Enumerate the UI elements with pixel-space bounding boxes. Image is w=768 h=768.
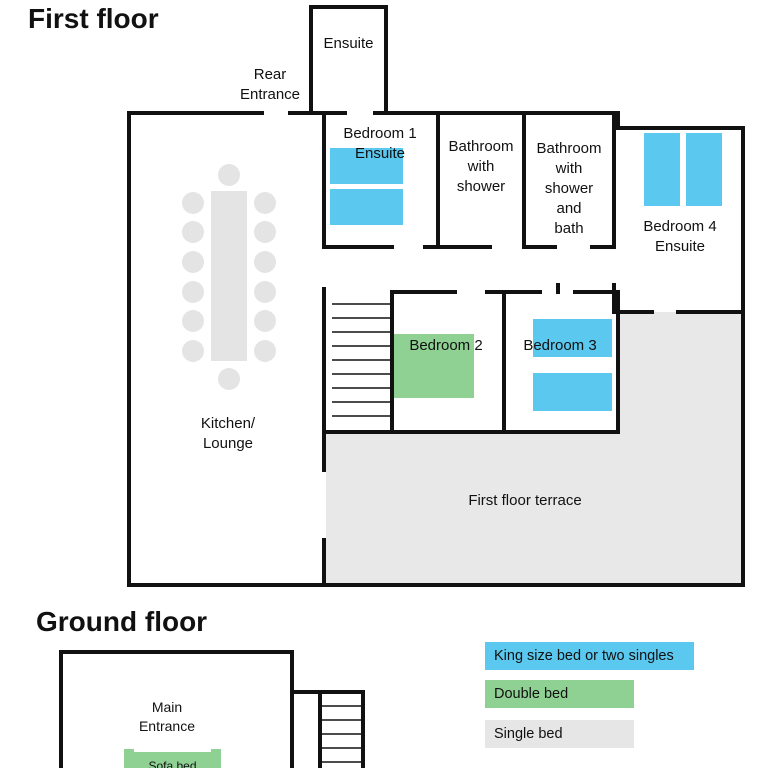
bedroom4-bed-left bbox=[644, 133, 680, 206]
legend-king-label: King size bed or two singles bbox=[494, 648, 674, 664]
ensuite-top-label: Ensuite bbox=[323, 35, 374, 52]
bedroom2-double-bed bbox=[394, 334, 474, 398]
bathroom-shower-label: Bathroom with shower bbox=[448, 138, 514, 195]
legend-double-label: Double bed bbox=[494, 686, 569, 702]
bedroom4-label: Bedroom 4 Ensuite bbox=[643, 218, 717, 255]
bedroom2-label: Bedroom 2 bbox=[409, 337, 483, 354]
main-entrance-label: Main Entrance bbox=[138, 699, 196, 734]
bathroom-shower-bath-label: Bathroom with shower and bath bbox=[536, 140, 602, 237]
sofa-bed-label: Sofa bed bbox=[148, 759, 197, 768]
ground-sofa-bed bbox=[124, 752, 221, 768]
stairs-ground-floor bbox=[322, 705, 361, 763]
dining-table bbox=[211, 191, 247, 361]
ground-sofa-arm-left bbox=[124, 749, 134, 755]
ground-floor-title: Ground floor bbox=[36, 606, 208, 637]
legend-swatch-king bbox=[485, 642, 694, 670]
terrace-label: First floor terrace bbox=[468, 492, 582, 509]
terrace-area bbox=[326, 312, 743, 585]
bedroom3-bed-bottom bbox=[533, 373, 612, 411]
rear-entrance-label: Rear Entrance bbox=[239, 66, 301, 103]
bedroom4-bed-right bbox=[686, 133, 722, 206]
dining-chairs bbox=[182, 164, 276, 390]
legend-swatch-single bbox=[485, 720, 634, 748]
bedroom1-bed-bottom bbox=[330, 189, 403, 225]
bedroom1-label: Bedroom 1 Ensuite bbox=[343, 125, 417, 162]
ground-sofa-arm-right bbox=[211, 749, 221, 755]
legend-single-label: Single bed bbox=[494, 726, 563, 742]
walls bbox=[59, 5, 745, 768]
kitchen-lounge-label: Kitchen/ Lounge bbox=[200, 415, 256, 452]
stairs-first-floor bbox=[332, 303, 390, 417]
legend-swatch-double bbox=[485, 680, 634, 708]
first-floor-title: First floor bbox=[28, 3, 159, 34]
bedroom3-bed-top bbox=[533, 319, 612, 357]
bedroom1-bed-top bbox=[330, 148, 403, 184]
bedroom3-label: Bedroom 3 bbox=[523, 337, 597, 354]
